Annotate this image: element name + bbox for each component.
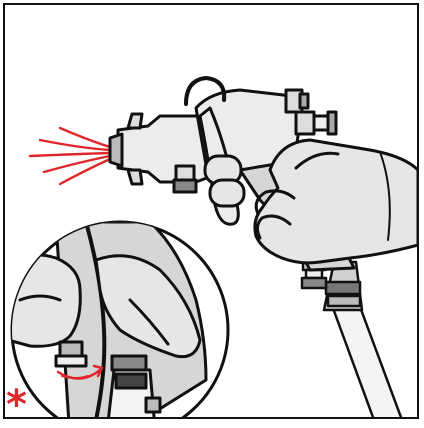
air-hose: [324, 262, 402, 420]
asterisk-marker: *: [6, 390, 36, 420]
detail-inset: [8, 222, 228, 423]
spray-lines: [30, 128, 110, 184]
gloved-fingers: [205, 156, 244, 206]
gloved-hand: [255, 140, 418, 263]
